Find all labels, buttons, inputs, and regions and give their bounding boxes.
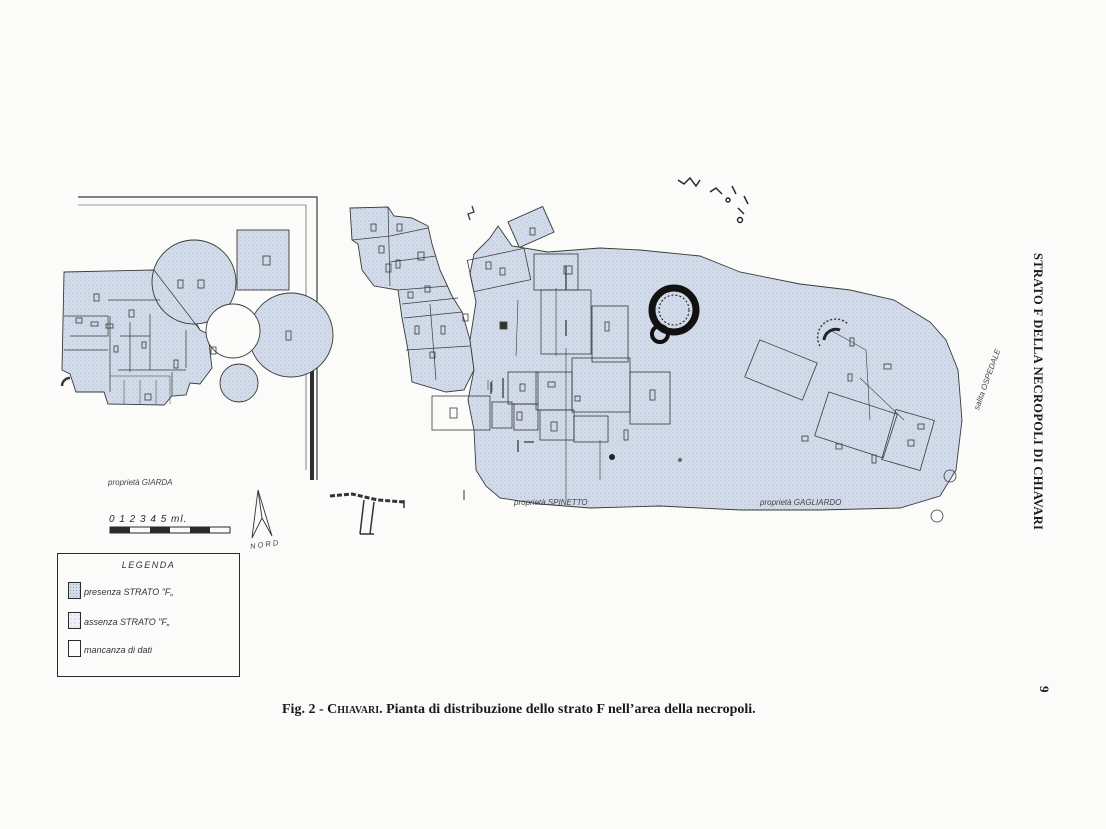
circular-tomb-ring xyxy=(648,284,700,344)
legend-label-no-data: mancanza di dati xyxy=(84,645,153,655)
central-tomb-markers xyxy=(370,223,656,441)
legend-swatch-absence xyxy=(68,612,81,629)
west-round-structure-3 xyxy=(205,303,261,359)
legend-label-absence: assenza STRATO "F„ xyxy=(84,617,170,627)
west-section xyxy=(60,196,334,480)
west-round-structure-4 xyxy=(219,363,259,403)
property-label-spinetto: proprietà SPINETTO xyxy=(514,498,588,507)
property-label-gagliardo: proprietà GAGLIARDO xyxy=(760,498,842,507)
figure-caption: Fig. 2 - Chiavari. Pianta di distribuzio… xyxy=(282,702,756,718)
legend-box: LEGENDA presenza STRATO "F„ assenza STRA… xyxy=(57,553,240,677)
main-excavation-area xyxy=(467,225,963,511)
page-number: 9 xyxy=(1037,686,1052,693)
legend-swatch-no-data xyxy=(68,640,81,657)
west-round-structure-1 xyxy=(151,239,237,325)
north-arrow xyxy=(251,489,273,539)
legend-swatch-presence xyxy=(68,582,81,599)
south-features xyxy=(329,490,465,535)
caption-text: . Pianta di distribuzione dello strato F… xyxy=(379,702,756,717)
running-head: STRATO F DELLA NECROPOLI DI CHIAVARI xyxy=(1031,253,1045,531)
scattered-stones xyxy=(677,176,749,224)
central-section xyxy=(349,176,963,523)
legend-label-presence: presenza STRATO "F„ xyxy=(84,587,174,597)
scale-bar-label: 0 1 2 3 4 5 ml. xyxy=(109,514,188,525)
west-property-boundary xyxy=(78,196,318,480)
small-isolated-room xyxy=(507,205,555,249)
nw-building-group xyxy=(349,206,475,393)
property-label-giarda: proprietà GIARDA xyxy=(108,478,173,487)
caption-place: Chiavari xyxy=(327,702,380,717)
caption-prefix: Fig. 2 - xyxy=(282,702,328,717)
west-tomb-markers xyxy=(75,255,292,401)
legend-title: LEGENDA xyxy=(121,560,176,570)
scale-bar xyxy=(109,526,231,534)
